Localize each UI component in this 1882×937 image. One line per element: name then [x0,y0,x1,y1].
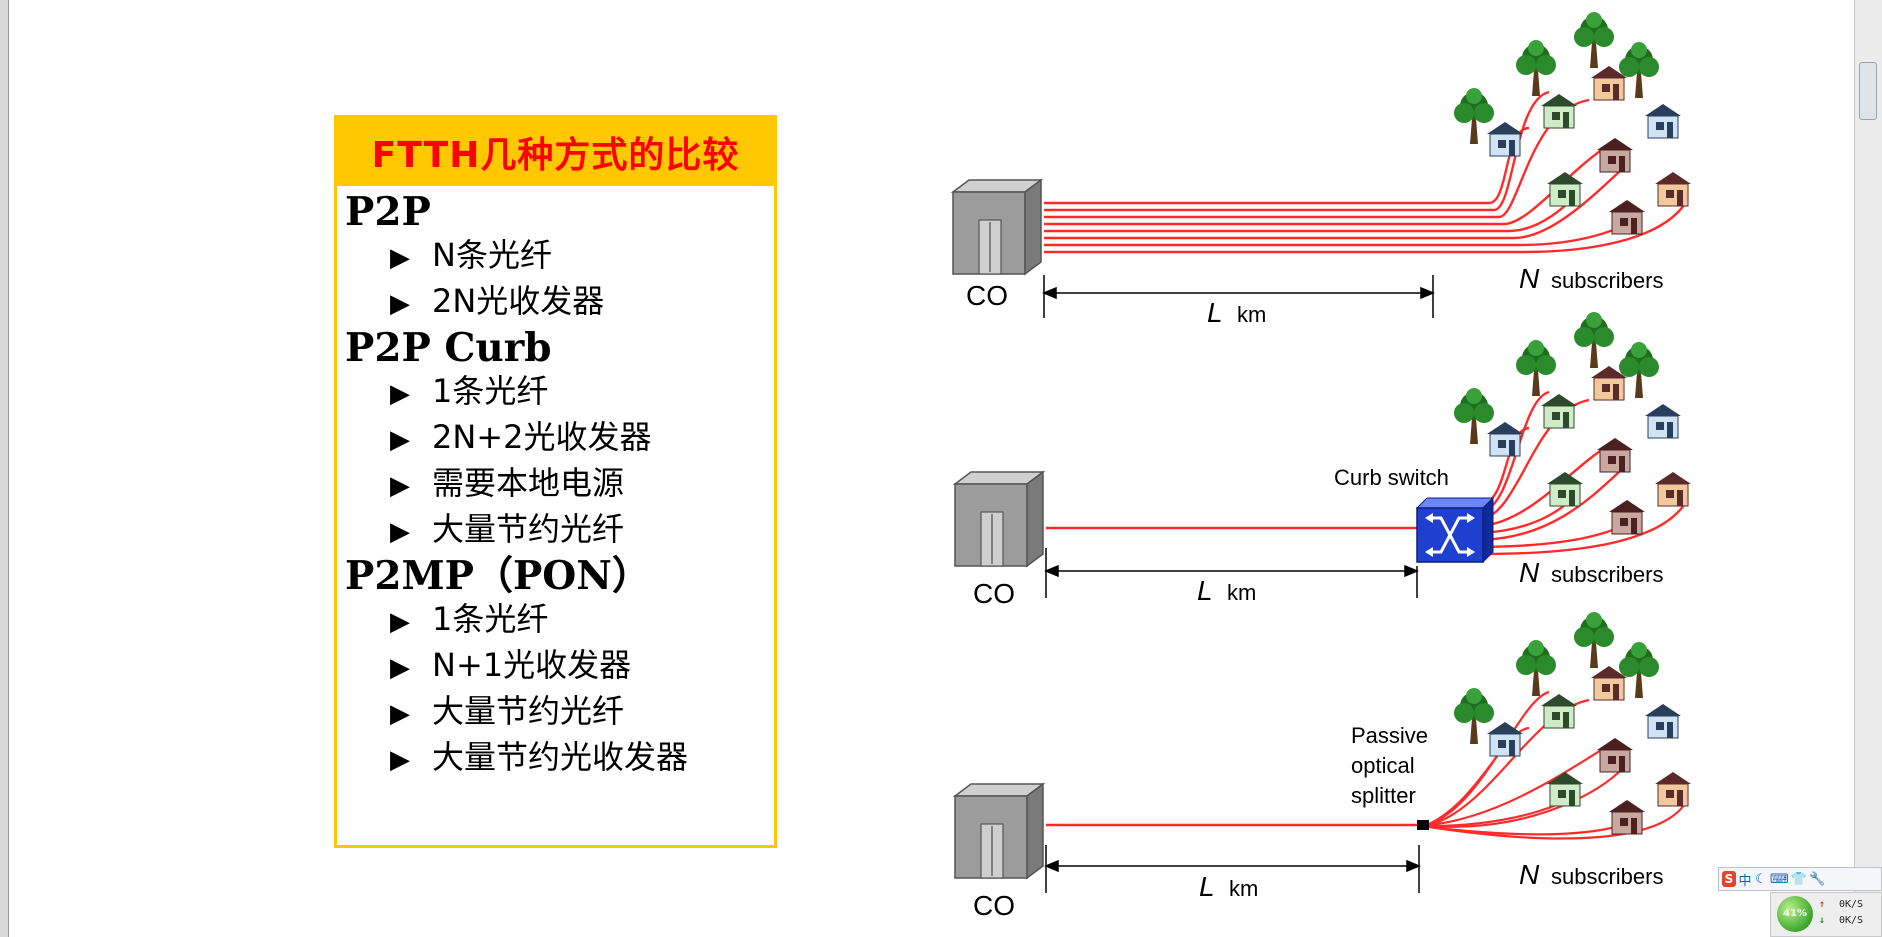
subscribers-label: subscribers [1551,562,1663,587]
bullet-triangle-icon: ▶ [390,425,410,455]
bullet-triangle-icon: ▶ [390,471,410,501]
co-building-icon [952,179,1042,275]
curb-switch-label: Curb switch [1334,465,1449,490]
window-left-border [0,0,9,937]
splitter-label-line1: Passive [1351,723,1428,748]
bullet-triangle-icon: ▶ [390,517,410,547]
distance-unit: km [1227,580,1256,605]
section-heading-p2p: P2P [345,189,431,235]
co-label: CO [973,578,1015,609]
bullet-triangle-icon: ▶ [390,243,410,273]
co-building-icon [954,783,1044,879]
list-item: ▶2N光收发器 [390,280,774,326]
subscribers-n: N [1519,557,1540,588]
distance-dimension [1042,275,1435,318]
curb-switch-icon [1415,496,1495,564]
distance-variable: L [1207,297,1223,328]
bullet-triangle-icon: ▶ [390,699,410,729]
upload-speed: ↑0K/S [1819,899,1864,910]
ftth-topology-diagram: CO L km N subscribers [952,0,1854,921]
ime-logo-icon[interactable]: S [1722,871,1736,887]
bullet-triangle-icon: ▶ [390,745,410,775]
list-item: ▶1条光纤 [390,598,774,644]
distance-unit: km [1229,876,1258,901]
bullet-triangle-icon: ▶ [390,607,410,637]
distance-variable: L [1199,871,1215,902]
co-building-icon [954,471,1044,567]
pon-diagram: Passive optical splitter CO L km N subsc… [954,612,1691,921]
keyboard-icon[interactable]: ⌨ [1770,871,1789,887]
subscribers-n: N [1519,263,1540,294]
shirt-icon[interactable]: 👕 [1790,871,1807,887]
distance-variable: L [1197,575,1213,606]
splitter-label-line2: optical [1351,753,1415,778]
distance-unit: km [1237,302,1266,327]
list-item: ▶2N+2光收发器 [390,416,774,462]
curb-diagram: Curb switch CO L km N subscribers [954,312,1691,609]
p2p-fibers [1044,90,1685,254]
distance-dimension [1044,845,1421,893]
wrench-icon[interactable]: 🔧 [1808,871,1826,887]
section-heading-p2p-curb: P2P Curb [345,325,552,371]
list-item: ▶需要本地电源 [390,462,774,508]
list-item: ▶大量节约光纤 [390,690,774,736]
ime-toolbar: S 中 ☾ ⌨ 👕 🔧 [1718,867,1882,891]
usage-percent-ball: 41% [1777,896,1813,932]
subscriber-houses-icon [1454,612,1691,834]
list-item: ▶1条光纤 [390,370,774,416]
bullet-triangle-icon: ▶ [390,379,410,409]
distance-dimension [1044,548,1419,598]
list-item: ▶大量节约光收发器 [390,736,774,782]
subscribers-n: N [1519,859,1540,890]
list-item: ▶N条光纤 [390,234,774,280]
list-item: ▶大量节约光纤 [390,508,774,554]
bullet-triangle-icon: ▶ [390,653,410,683]
bullet-triangle-icon: ▶ [390,289,410,319]
co-label: CO [966,280,1008,311]
ime-mode-toggle[interactable]: 中 [1738,873,1752,889]
optical-splitter-icon [1417,820,1429,830]
down-arrow-icon: ↓ [1819,915,1826,926]
network-meter[interactable]: 41% ↑0K/S ↓0K/S [1770,892,1882,937]
co-label: CO [973,890,1015,921]
moon-icon[interactable]: ☾ [1755,871,1767,887]
vertical-scrollbar[interactable]: ▼ [1854,0,1882,937]
subscriber-houses-icon [1454,12,1691,234]
comparison-title: FTTH几种方式的比较 [337,118,774,186]
section-heading-p2mp: P2MP（PON） [345,553,651,599]
subscribers-label: subscribers [1551,864,1663,889]
subscribers-label: subscribers [1551,268,1663,293]
comparison-box: FTTH几种方式的比较 P2P ▶N条光纤 ▶2N光收发器 P2P Curb ▶… [334,115,777,848]
splitter-label-line3: splitter [1351,783,1416,808]
up-arrow-icon: ↑ [1819,899,1826,910]
p2p-diagram: CO L km N subscribers [952,12,1691,328]
slide: FTTH几种方式的比较 P2P ▶N条光纤 ▶2N光收发器 P2P Curb ▶… [9,0,1854,937]
scrollbar-thumb[interactable] [1859,62,1877,120]
list-item: ▶N+1光收发器 [390,644,774,690]
download-speed: ↓0K/S [1819,915,1864,926]
